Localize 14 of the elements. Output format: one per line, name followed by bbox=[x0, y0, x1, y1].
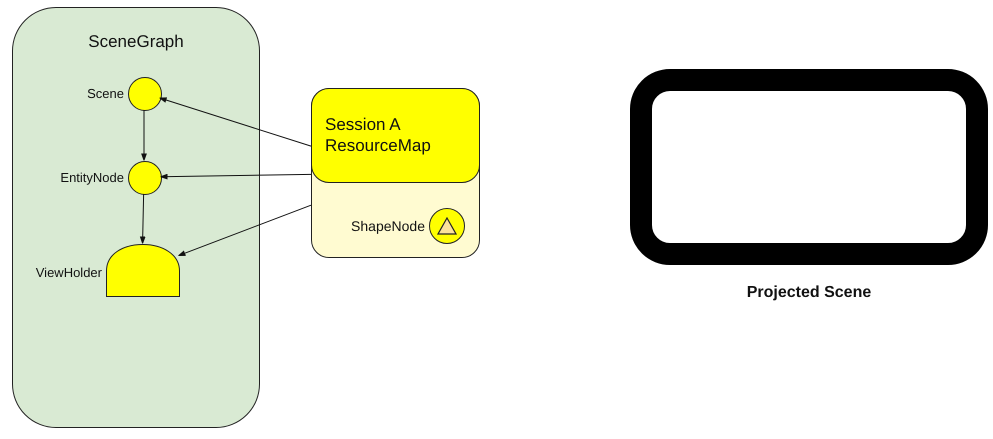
card-title: Session A ResourceMap bbox=[325, 114, 432, 156]
node-label: Scene bbox=[87, 86, 124, 102]
node-label: EntityNode bbox=[60, 170, 124, 186]
group-panel bbox=[12, 7, 260, 428]
node-label: ShapeNode bbox=[351, 218, 425, 234]
caption-text: Projected Scene bbox=[746, 285, 872, 301]
arrow bbox=[141, 110, 147, 162]
group-title: SceneGraph bbox=[87, 32, 185, 52]
resource-map-card bbox=[311, 88, 480, 258]
node-label: ViewHolder bbox=[36, 265, 102, 281]
arrow bbox=[178, 204, 312, 256]
arrow bbox=[140, 194, 146, 244]
arrow bbox=[160, 174, 312, 180]
arrow bbox=[159, 97, 312, 147]
